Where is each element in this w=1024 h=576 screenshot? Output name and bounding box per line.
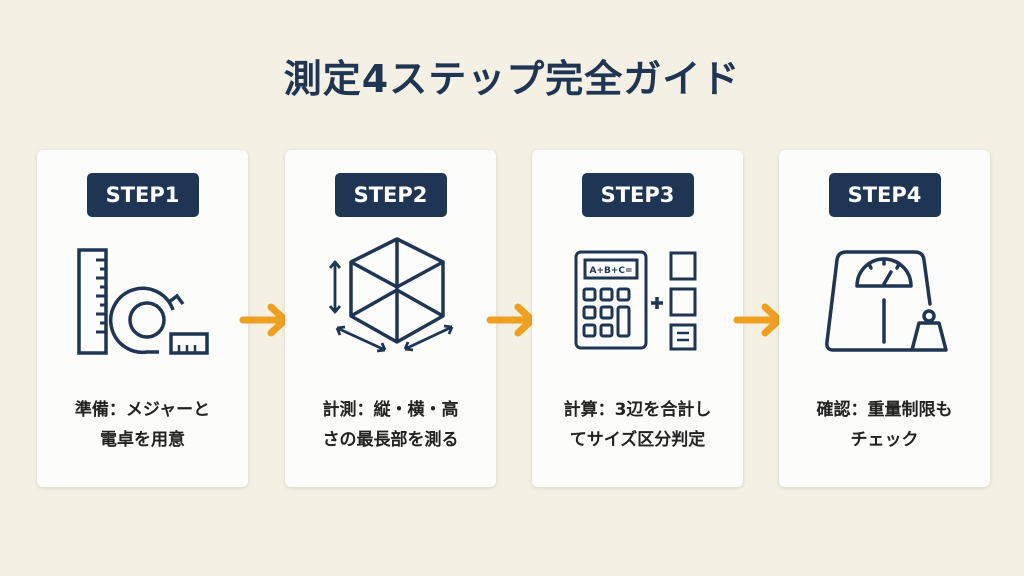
description-line: チェック (850, 430, 919, 450)
description-line: てサイズ区分判定 (569, 430, 706, 450)
description-line: さの最長部を測る (322, 430, 459, 450)
step-badge: STEP3 (581, 173, 694, 217)
arrow-right-icon (733, 303, 783, 337)
arrow-right-icon (239, 303, 289, 337)
description-line: 計測：縦・横・高 (322, 400, 459, 420)
description-line: 電卓を用意 (100, 430, 185, 450)
step-description: 計算：3辺を合計し てサイズ区分判定 (532, 395, 743, 455)
page-title: 測定4ステップ完全ガイド (283, 57, 741, 101)
step-card-2: STEP2 計測：縦・横・高 さの最長部を測る (285, 150, 496, 487)
step-card-1: STEP1 準備：メジャーと 電卓を用意 (37, 150, 248, 487)
step-description: 計測：縦・横・高 さの最長部を測る (285, 395, 496, 455)
description-line: 確認：重量制限も (816, 400, 953, 420)
step-description: 確認：重量制限も チェック (779, 395, 990, 455)
calculator-display-text: A+B+C= (589, 266, 632, 276)
arrow-right-icon (486, 303, 536, 337)
ruler-tape-measure-icon (77, 248, 209, 355)
step-badge: STEP2 (334, 173, 447, 217)
step-badge: STEP1 (86, 173, 199, 217)
scale-weight-icon (825, 250, 948, 352)
step-card-4: STEP4 確認：重量制限も チェック (779, 150, 990, 487)
description-line: 計算：3辺を合計し (563, 400, 712, 420)
cube-dimensions-icon (328, 237, 454, 353)
step-badge: STEP4 (828, 173, 941, 217)
description-line: 準備：メジャーと (74, 400, 211, 420)
step-description: 準備：メジャーと 電卓を用意 (37, 395, 248, 455)
step-card-3: STEP3 A+B+C= 計算：3辺を合計し てサイズ区分判定 (532, 150, 743, 487)
calculator-icon: A+B+C= (574, 250, 697, 351)
